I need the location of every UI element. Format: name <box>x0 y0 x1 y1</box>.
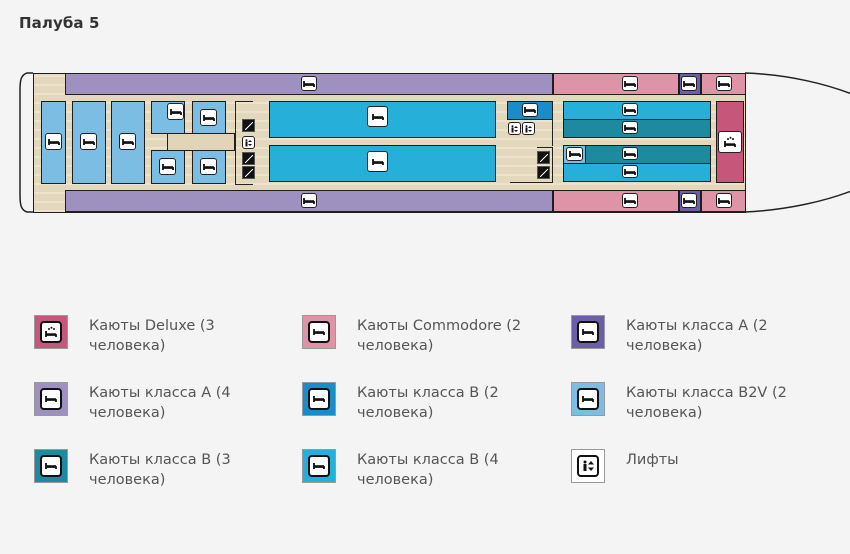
legend-swatch <box>34 449 68 483</box>
legend-label: Каюты класса В (4 человека) <box>357 452 499 488</box>
legend-label: Лифты <box>626 452 679 468</box>
bed-icon <box>119 133 136 150</box>
legend-label: Каюты класса А (2 человека) <box>626 318 768 354</box>
bed-icon <box>716 76 732 91</box>
bed-icon <box>308 455 330 477</box>
bed-icon <box>622 121 638 134</box>
lift-icon <box>522 122 535 135</box>
bed-icon <box>40 455 62 477</box>
bed-icon <box>200 158 217 175</box>
bed-stars-icon <box>40 321 62 343</box>
ship-hull-outline <box>19 72 850 213</box>
bed-icon <box>45 133 62 150</box>
bed-icon <box>308 321 330 343</box>
wall <box>235 184 253 185</box>
legend-swatch <box>571 315 605 349</box>
bed-icon <box>566 147 583 161</box>
stairs-icon <box>537 166 550 179</box>
wall <box>537 147 553 148</box>
bed-icon <box>716 193 732 208</box>
stairs-icon <box>242 152 255 165</box>
legend-swatch <box>302 449 336 483</box>
bed-icon <box>622 165 638 178</box>
bed-icon <box>622 103 638 116</box>
corridor-block <box>167 133 235 151</box>
bed-icon <box>522 103 538 117</box>
legend-label: Каюты класса В (3 человека) <box>89 452 231 488</box>
bed-icon <box>367 106 388 127</box>
legend-label: Каюты Commodore (2 человека) <box>357 318 522 354</box>
bed-icon <box>308 388 330 410</box>
bed-icon <box>622 147 638 160</box>
wall <box>510 182 553 183</box>
bed-icon <box>159 158 176 175</box>
legend-swatch <box>302 315 336 349</box>
legend-item-commodore: Каюты Commodore (2 человека) <box>302 315 562 365</box>
legend-label: Каюты класса А (4 человека) <box>89 385 231 421</box>
cabin-commodore-bottom[interactable] <box>553 190 679 212</box>
stairs-icon <box>537 151 550 164</box>
bed-icon <box>681 193 697 208</box>
bed-icon <box>40 388 62 410</box>
legend-item-class-a-2: Каюты класса А (2 человека) <box>571 315 831 365</box>
legend-item-class-b-2: Каюты класса В (2 человека) <box>302 382 562 432</box>
stairs-icon <box>242 119 255 132</box>
wall <box>235 101 236 185</box>
legend-label: Каюты Deluxe (3 человека) <box>89 318 215 354</box>
legend-item-class-b-4: Каюты класса В (4 человека) <box>302 449 562 499</box>
legend-label: Каюты класса B2V (2 человека) <box>626 385 787 421</box>
bed-icon <box>301 76 317 91</box>
bed-icon <box>80 133 97 150</box>
legend-item-class-b-3: Каюты класса В (3 человека) <box>34 449 294 499</box>
cabin-commodore-top[interactable] <box>553 73 679 95</box>
bed-icon <box>301 193 317 208</box>
lift-icon <box>242 136 255 149</box>
bed-icon <box>167 103 184 120</box>
legend-item-class-b2v-2: Каюты класса B2V (2 человека) <box>571 382 831 432</box>
lift-icon <box>577 455 599 477</box>
deck-floor <box>33 73 746 213</box>
stairs-icon <box>242 166 255 179</box>
legend-label: Каюты класса В (2 человека) <box>357 385 499 421</box>
wall <box>552 147 553 183</box>
wall <box>552 120 553 146</box>
bed-icon <box>681 76 697 91</box>
bed-icon <box>367 151 388 172</box>
legend-item-class-a-4: Каюты класса А (4 человека) <box>34 382 294 432</box>
legend-swatch <box>302 382 336 416</box>
legend-item-deluxe: Каюты Deluxe (3 человека) <box>34 315 294 365</box>
bed-icon <box>200 109 217 126</box>
bed-icon <box>622 76 638 91</box>
legend-swatch <box>34 315 68 349</box>
bed-icon <box>577 321 599 343</box>
deck-plan <box>0 0 850 240</box>
legend-swatch <box>571 449 605 483</box>
bed-icon <box>577 388 599 410</box>
bed-icon <box>622 193 638 208</box>
wall <box>235 101 253 102</box>
legend-item-lifts: Лифты <box>571 449 831 499</box>
legend-swatch <box>571 382 605 416</box>
lift-icon <box>508 122 521 135</box>
legend-swatch <box>34 382 68 416</box>
bed-stars-icon <box>718 131 742 153</box>
page-title: Палуба 5 <box>19 14 100 32</box>
